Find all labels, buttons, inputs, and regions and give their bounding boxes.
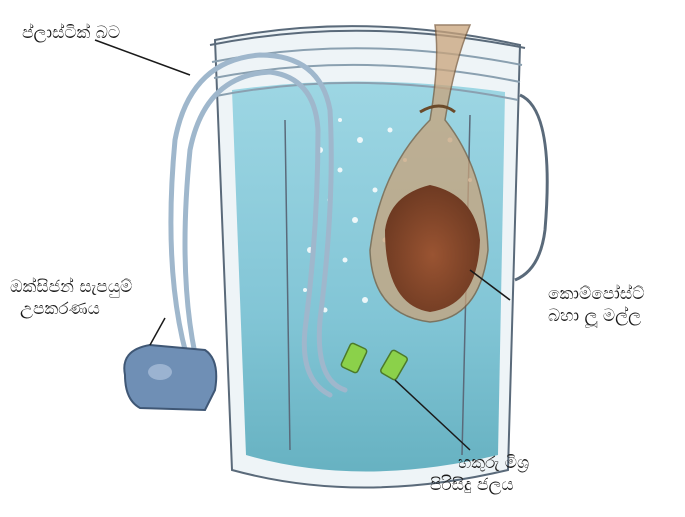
leader-oxygen-device [150, 318, 165, 345]
label-water: හකුරු මිශ්‍ර පිරිසිදු ජලය [430, 452, 529, 496]
label-plastic-tube-text: ප්ලාස්ටික් බට [22, 22, 120, 44]
label-oxygen-device: ඔක්සිජන් සැපයුම් උපකරණය [10, 276, 132, 320]
label-compost-bag: කොම්පෝස්ට් බහා ලූ මල්ල [548, 283, 644, 327]
label-plastic-tube: ප්ලාස්ටික් බට [22, 22, 120, 44]
oxygen-pump [124, 345, 216, 410]
label-water-line2: පිරිසිදු ජලය [430, 474, 529, 496]
label-compost-bag-line1: කොම්පෝස්ට් [548, 283, 644, 305]
label-oxygen-device-line2: උපකරණය [10, 298, 132, 320]
label-oxygen-device-line1: ඔක්සිජන් සැපයුම් [10, 276, 132, 298]
leader-plastic-tube [95, 40, 190, 75]
label-water-line1: හකුරු මිශ්‍ර [430, 452, 529, 474]
label-compost-bag-line2: බහා ලූ මල්ල [548, 305, 644, 327]
